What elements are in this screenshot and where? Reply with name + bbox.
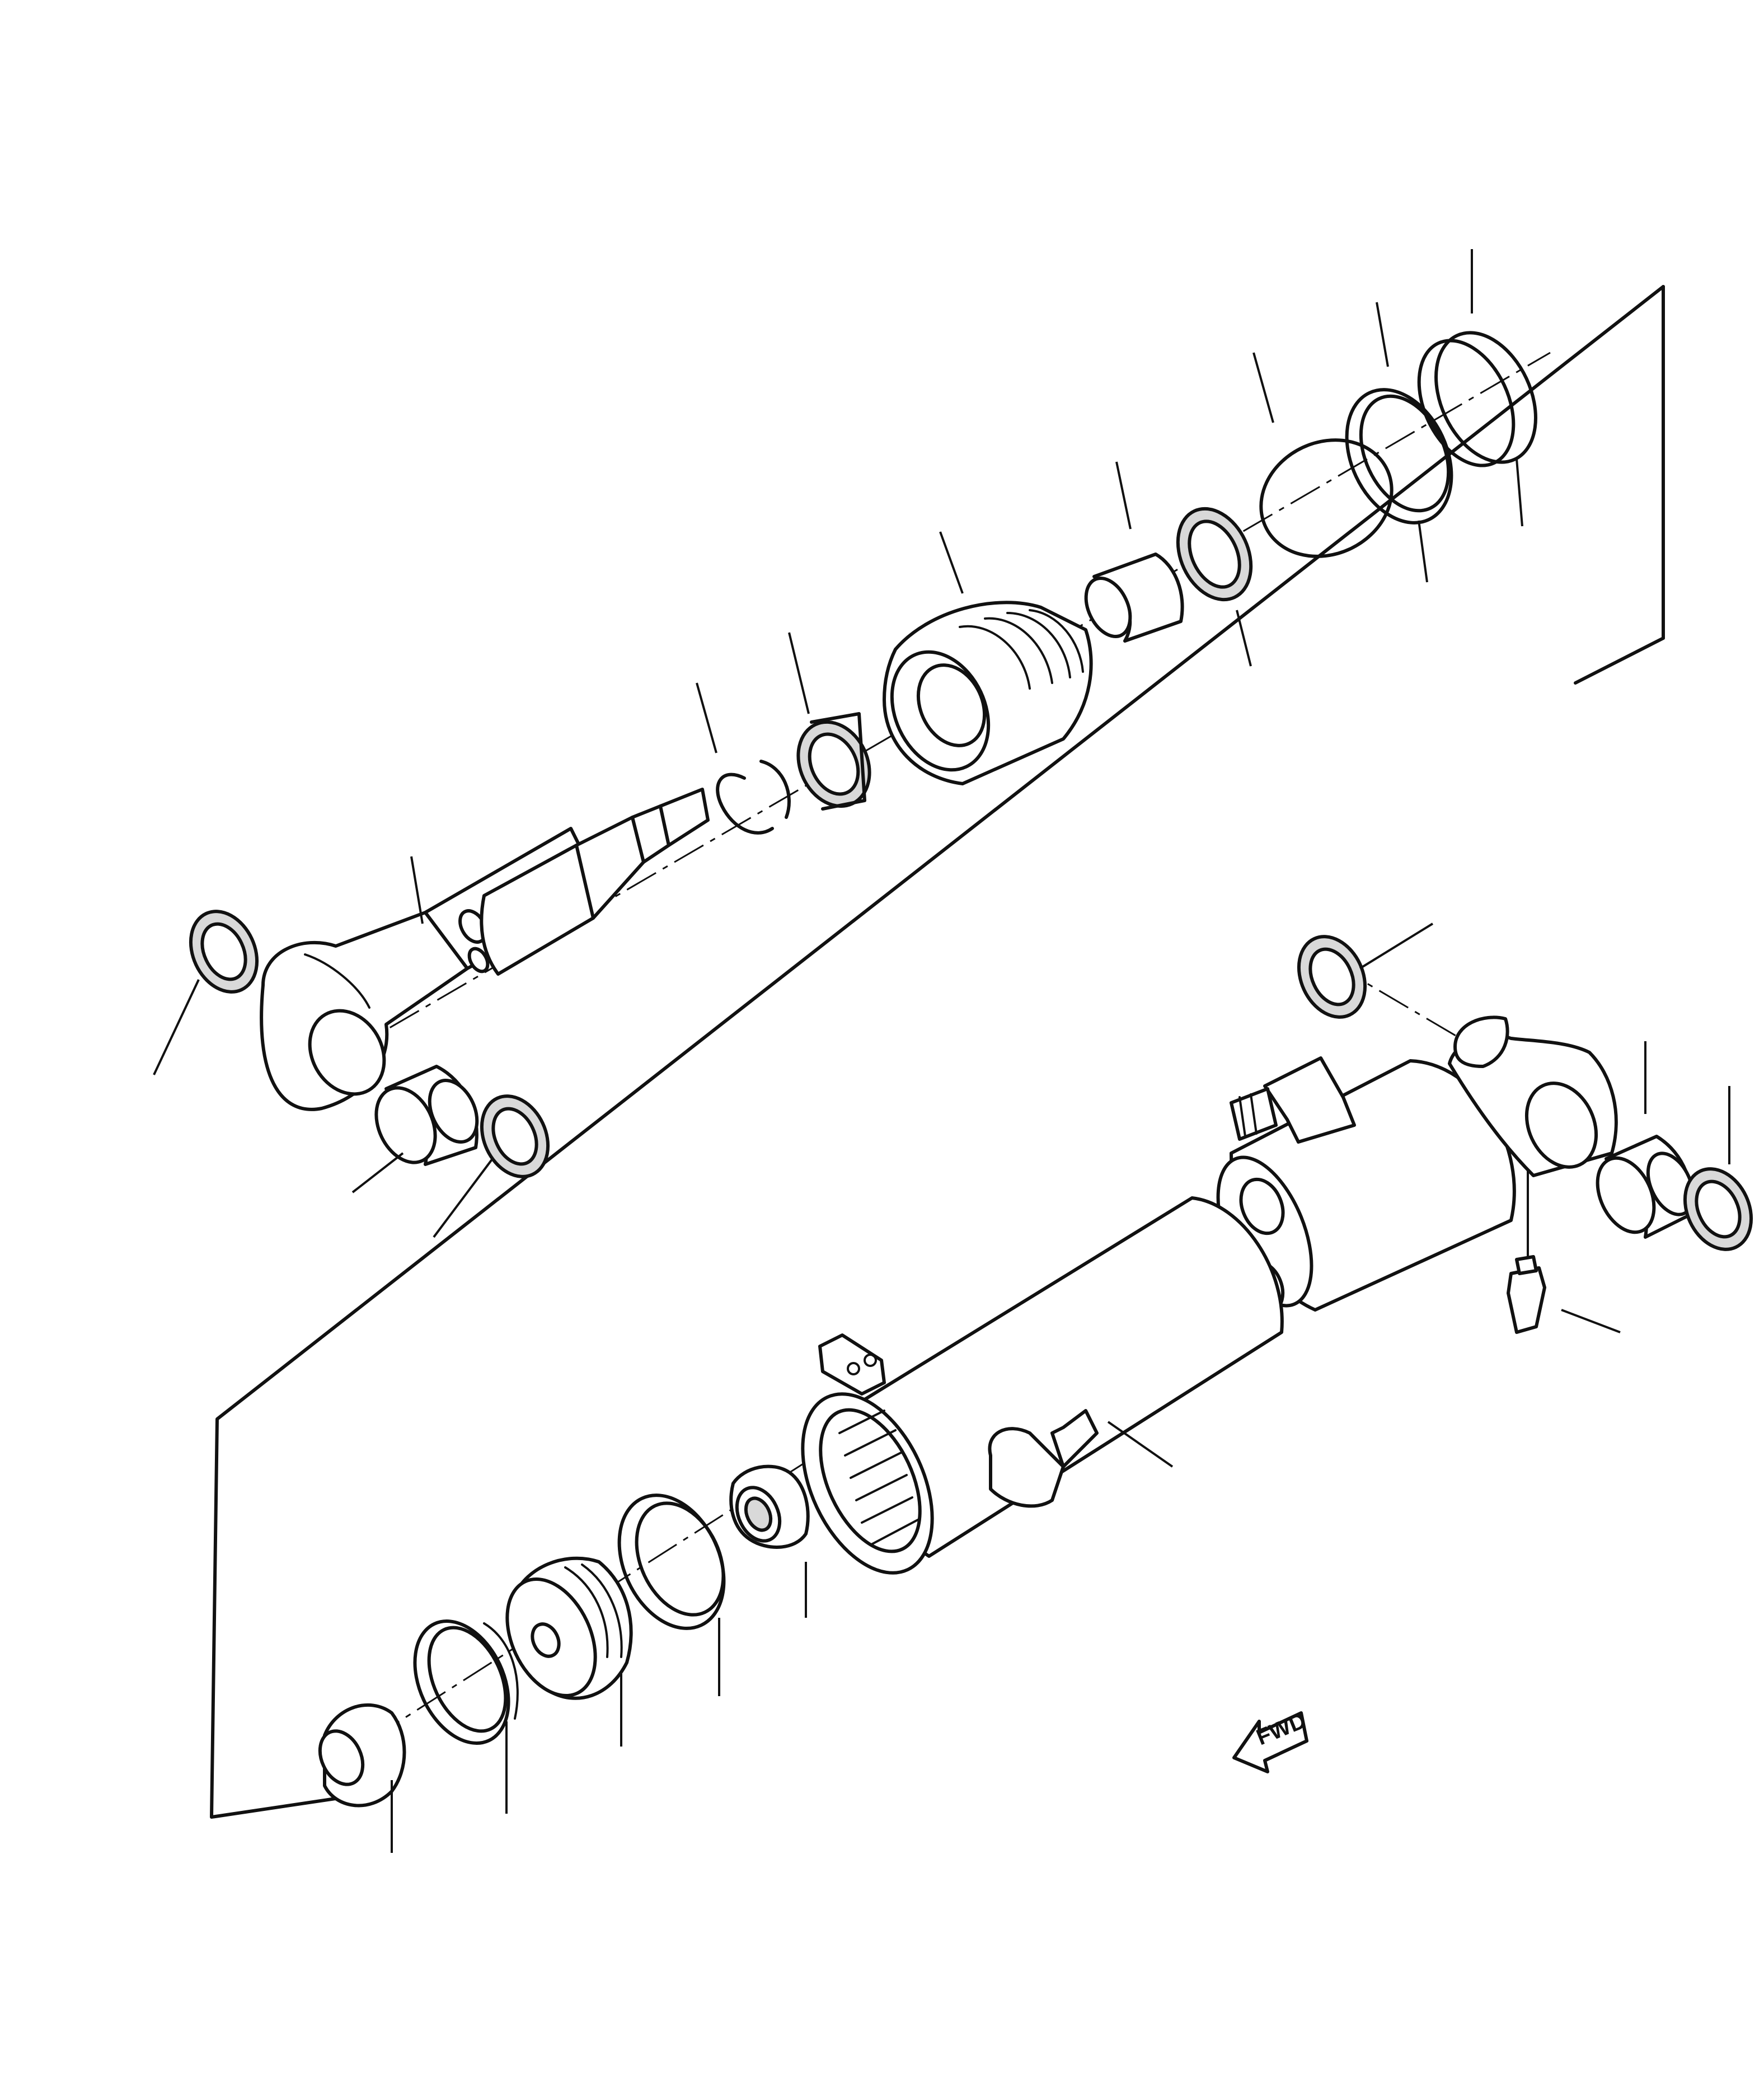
rod-eye (260, 911, 469, 1111)
rod-eye-bushing (374, 1065, 479, 1166)
gland-wear-ring (413, 1619, 519, 1745)
piston-rod-assembly (189, 331, 1551, 1178)
lock-nut (729, 1464, 810, 1549)
cylinder-tube (801, 1196, 1284, 1575)
rod-eye-seal-left (189, 910, 259, 994)
gland (505, 1556, 633, 1700)
grease-nipple (1507, 1170, 1546, 1334)
clevis-bushing (1596, 1135, 1695, 1239)
rod-seal (1176, 507, 1253, 602)
fwd-arrow-indicator: FWD (1232, 1708, 1310, 1773)
mounting-bracket (818, 1333, 886, 1396)
port-fitting-lower (988, 1409, 1099, 1508)
piston (883, 601, 1093, 785)
wiper-seal (318, 1703, 406, 1808)
callout-leaders (153, 249, 1730, 1853)
backup-ring-1 (1345, 388, 1453, 525)
backup-ring-2 (1417, 331, 1537, 467)
rod-shaft (424, 788, 710, 976)
wear-ring (1084, 553, 1184, 643)
assembly-frame (210, 285, 1665, 1819)
clevis (1448, 1015, 1618, 1177)
rod-bushing (796, 712, 871, 811)
o-ring (1259, 438, 1394, 558)
snap-ring (716, 760, 791, 835)
port-fitting-upper (1230, 1056, 1356, 1144)
cylinder-tube-assembly (318, 935, 1753, 1808)
fwd-arrow-icon (1232, 1711, 1308, 1773)
piston-seal-ring (617, 1494, 726, 1630)
rod-eye-seal-right (480, 1094, 550, 1178)
clevis-seal-top (1297, 935, 1367, 1019)
clevis-seal-right (1683, 1167, 1753, 1251)
